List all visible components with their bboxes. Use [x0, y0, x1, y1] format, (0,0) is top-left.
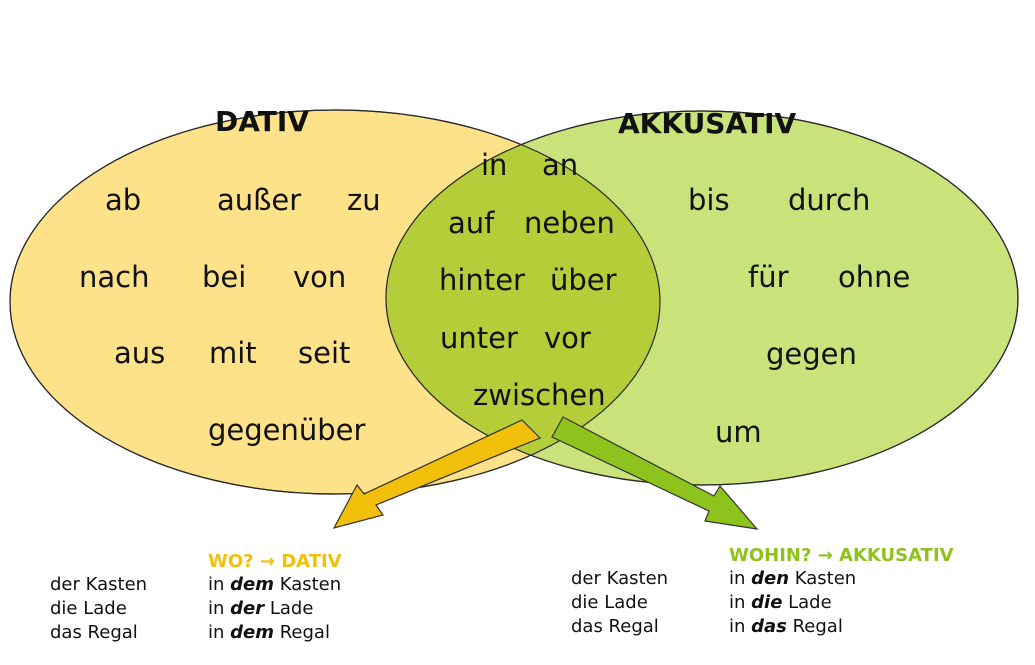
two-way-preposition: auf [448, 206, 495, 240]
two-way-preposition: vor [544, 321, 591, 355]
wo-phrase: in der Lade [208, 598, 314, 619]
dativ-title: DATIV [215, 105, 309, 138]
dativ-preposition: ab [105, 183, 142, 217]
akkusativ-preposition: um [715, 415, 762, 449]
dativ-preposition: bei [202, 260, 247, 294]
wohin-phrase: in die Lade [729, 592, 832, 613]
akkusativ-preposition: bis [688, 183, 730, 217]
wo-heading: WO? → DATIV [208, 551, 342, 572]
wohin-noun: der Kasten [571, 568, 669, 589]
wohin-phrase: in den Kasten [729, 568, 857, 589]
wo-phrase: in dem Kasten [208, 574, 342, 595]
wohin-noun: die Lade [571, 592, 648, 613]
akkusativ-title: AKKUSATIV [618, 107, 797, 140]
wohin-nouns: der Kasten die Lade das Regal [571, 567, 668, 639]
dativ-arrow [332, 419, 542, 529]
akkusativ-arrow [551, 416, 759, 530]
akkusativ-preposition: gegen [766, 337, 857, 371]
akkusativ-preposition: ohne [838, 260, 911, 294]
two-way-preposition: neben [524, 206, 615, 240]
wo-nouns: der Kasten die Lade das Regal [50, 573, 147, 645]
wohin-heading: WOHIN? → AKKUSATIV [729, 545, 954, 566]
two-way-preposition: hinter [439, 263, 525, 297]
two-way-preposition: zwischen [473, 378, 606, 412]
dativ-preposition: nach [79, 260, 150, 294]
wohin-phrase: in das Regal [729, 616, 843, 637]
wohin-phrases: in den Kasten in die Lade in das Regal [729, 567, 856, 639]
two-way-preposition: unter [440, 321, 518, 355]
two-way-preposition: an [542, 148, 579, 182]
wo-noun: der Kasten [50, 574, 148, 595]
overlap-region [386, 111, 660, 485]
wohin-noun: das Regal [571, 616, 659, 637]
dativ-preposition: gegenüber [208, 413, 366, 447]
two-way-preposition: in [481, 148, 508, 182]
dativ-preposition: mit [209, 336, 257, 370]
two-way-preposition: über [550, 263, 617, 297]
akkusativ-preposition: durch [788, 183, 871, 217]
dativ-preposition: seit [298, 336, 351, 370]
wo-noun: die Lade [50, 598, 127, 619]
wo-phrases: in dem Kasten in der Lade in dem Regal [208, 573, 341, 645]
dativ-preposition: von [293, 260, 347, 294]
dativ-preposition: zu [347, 183, 381, 217]
dativ-preposition: außer [217, 183, 302, 217]
wo-phrase: in dem Regal [208, 622, 330, 643]
akkusativ-preposition: für [748, 260, 789, 294]
dativ-preposition: aus [114, 336, 166, 370]
wo-noun: das Regal [50, 622, 138, 643]
